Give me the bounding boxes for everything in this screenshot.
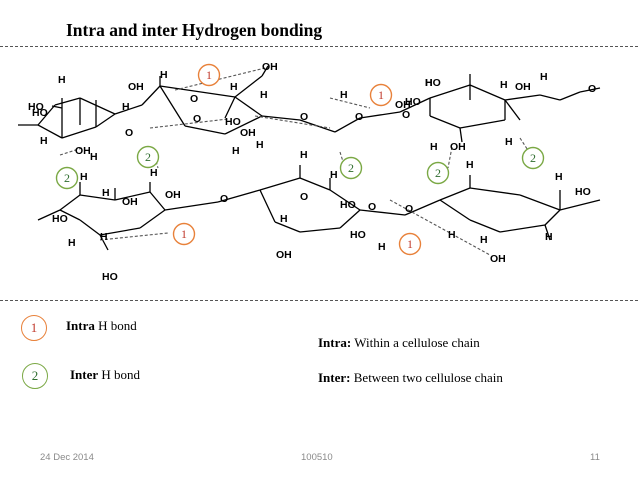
atom-label: H (466, 159, 474, 171)
atom-label: OH (450, 141, 466, 153)
atom-label: O (220, 193, 228, 205)
atom-label: OH (75, 145, 91, 157)
atom-label: H (58, 74, 66, 86)
atom-label: H (448, 229, 456, 241)
svg-text:2: 2 (435, 166, 441, 180)
svg-text:2: 2 (348, 161, 354, 175)
footer-page-number: 11 (590, 452, 600, 463)
atom-label: HO (28, 101, 44, 113)
atom-label: H (230, 81, 238, 93)
svg-text:2: 2 (145, 150, 151, 164)
atom-label: O (355, 111, 363, 123)
intra-bond-marker: 1 (369, 83, 393, 107)
inter-bond-marker: 2 (55, 166, 79, 190)
legend-intra-label: Intra H bond (66, 318, 137, 333)
top-divider (0, 46, 638, 47)
atom-label: O (405, 203, 413, 215)
atom-label: OH (165, 189, 181, 201)
atom-label: H (300, 149, 308, 161)
footer-date: 24 Dec 2014 (40, 452, 94, 463)
atom-label: O (300, 111, 308, 123)
atom-label: HO (405, 96, 421, 108)
atom-label: H (68, 237, 76, 249)
atom-label: H (505, 136, 513, 148)
inter-bond-marker: 2 (136, 145, 160, 169)
atom-label: O (300, 191, 308, 203)
slide-title: Intra and inter Hydrogen bonding (66, 20, 323, 40)
svg-text:1: 1 (407, 237, 413, 251)
atom-label: HO (340, 199, 356, 211)
atom-label: HO (32, 107, 48, 119)
atom-label: H (100, 231, 108, 243)
footer-id: 100510 (301, 452, 333, 463)
atom-label: H (330, 169, 338, 181)
definition-intra: Intra: Within a cellulose chain (318, 335, 480, 350)
atom-label: O (368, 201, 376, 213)
atom-label: HO (575, 186, 591, 198)
atom-label: OH (122, 196, 138, 208)
svg-text:1: 1 (181, 227, 187, 241)
atom-label: HO (102, 271, 118, 283)
atom-label: OH (395, 99, 411, 111)
atom-label: OH (240, 127, 256, 139)
inter-bond-marker: 2 (426, 161, 450, 185)
atom-label: H (555, 171, 563, 183)
legend-inter-label: Inter H bond (70, 367, 141, 382)
atom-label: H (122, 101, 130, 113)
atom-label: OH (515, 81, 531, 93)
svg-text:2: 2 (530, 151, 536, 165)
atom-label: H (540, 71, 548, 83)
atom-label: O (190, 93, 198, 105)
atom-label: H (232, 145, 240, 157)
inter-bond-marker: 2 (339, 156, 363, 180)
atom-label: O (125, 127, 133, 139)
atom-label: H (430, 141, 438, 153)
atom-label: OH (490, 253, 506, 265)
atom-label: H (256, 139, 264, 151)
atom-label: H (102, 187, 110, 199)
bottom-divider (0, 300, 638, 301)
legend-intra-marker: 1 (21, 315, 47, 341)
atom-label: H (545, 231, 553, 243)
intra-bond-marker: 1 (172, 222, 196, 246)
atom-label: H (150, 167, 158, 179)
atom-label: HO (52, 213, 68, 225)
inter-bond-marker: 2 (521, 146, 545, 170)
intra-bond-marker: 1 (197, 63, 221, 87)
svg-text:1: 1 (378, 88, 384, 102)
atom-label: H (500, 79, 508, 91)
atom-label: H (425, 77, 433, 89)
intra-bond-marker: 1 (398, 232, 422, 256)
atom-label: HO (350, 229, 366, 241)
atom-label: H (280, 213, 288, 225)
atom-label: HO (425, 77, 441, 89)
atom-label: O (588, 83, 596, 95)
svg-text:1: 1 (206, 68, 212, 82)
atom-label: H (260, 89, 268, 101)
atom-label: OH (276, 249, 292, 261)
atom-label: H (90, 151, 98, 163)
atom-label: O (193, 113, 201, 125)
atom-label: OH (262, 61, 278, 73)
atom-label: H (40, 135, 48, 147)
atom-label: H (378, 241, 386, 253)
atom-label: H (80, 171, 88, 183)
legend-inter-marker: 2 (22, 363, 48, 389)
atom-label: H (480, 234, 488, 246)
cellulose-diagram: HOHHOOOHHHHOOHHOHHOHHOHOHOHHOOHHOOHHHHOO… (18, 61, 601, 283)
svg-text:2: 2 (64, 171, 70, 185)
definition-inter: Inter: Between two cellulose chain (318, 370, 503, 385)
atom-label: H (160, 69, 168, 81)
atom-label: HO (225, 116, 241, 128)
atom-label: OH (128, 81, 144, 93)
atom-label: H (340, 89, 348, 101)
atom-label: O (402, 109, 410, 121)
